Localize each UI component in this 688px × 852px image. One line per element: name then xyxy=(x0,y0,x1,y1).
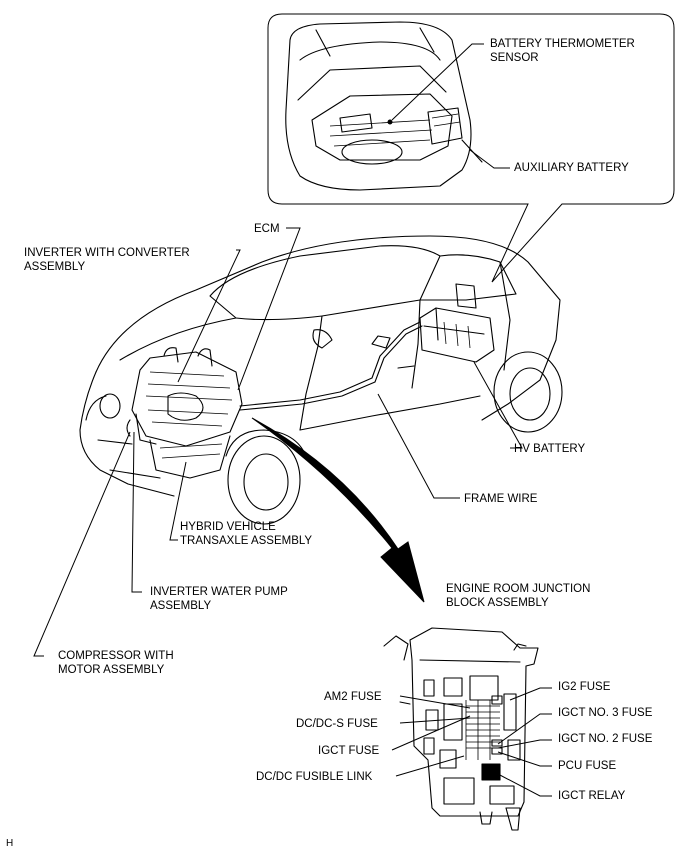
label-compressor-with-motor-1: COMPRESSOR WITH xyxy=(58,650,174,662)
label-engine-room-junction-block-2: BLOCK ASSEMBLY xyxy=(446,597,549,609)
label-ig2-fuse: IG2 FUSE xyxy=(558,681,611,693)
engine-compartment xyxy=(126,347,243,479)
label-hv-battery: HV BATTERY xyxy=(514,443,585,455)
junction-block-drawing xyxy=(383,627,539,831)
label-am2-fuse: AM2 FUSE xyxy=(324,691,382,703)
label-pcu-fuse: PCU FUSE xyxy=(558,760,616,772)
label-igct-relay: IGCT RELAY xyxy=(558,790,626,802)
label-inverter-water-pump-2: ASSEMBLY xyxy=(150,600,211,612)
corner-mark: H xyxy=(6,838,13,849)
label-inverter-with-converter-2: ASSEMBLY xyxy=(24,261,85,273)
label-ecm: ECM xyxy=(254,223,280,235)
label-compressor-with-motor-2: MOTOR ASSEMBLY xyxy=(58,664,165,676)
label-hybrid-vehicle-transaxle-1: HYBRID VEHICLE xyxy=(180,521,276,533)
labels: BATTERY THERMOMETER SENSOR AUXILIARY BAT… xyxy=(6,38,653,849)
vehicle-body xyxy=(79,235,563,525)
rear-cargo-inset xyxy=(267,13,675,283)
label-inverter-with-converter-1: INVERTER WITH CONVERTER xyxy=(24,247,190,259)
label-hybrid-vehicle-transaxle-2: TRANSAXLE ASSEMBLY xyxy=(180,535,312,547)
label-battery-thermometer-sensor-2: SENSOR xyxy=(490,52,539,64)
label-engine-room-junction-block-1: ENGINE ROOM JUNCTION xyxy=(446,583,590,595)
label-dcdc-fusible-link: DC/DC FUSIBLE LINK xyxy=(256,771,373,783)
hv-battery-pack xyxy=(419,283,495,363)
zoom-arrow xyxy=(251,417,425,603)
label-battery-thermometer-sensor-1: BATTERY THERMOMETER xyxy=(490,38,635,50)
label-igct-no3-fuse: IGCT NO. 3 FUSE xyxy=(558,707,653,719)
label-inverter-water-pump-1: INVERTER WATER PUMP xyxy=(150,586,288,598)
label-frame-wire: FRAME WIRE xyxy=(464,493,538,505)
label-dcdc-s-fuse: DC/DC-S FUSE xyxy=(296,718,378,730)
label-igct-fuse: IGCT FUSE xyxy=(318,745,379,757)
leader-lines xyxy=(33,43,552,797)
label-auxiliary-battery: AUXILIARY BATTERY xyxy=(514,162,629,174)
label-igct-no2-fuse: IGCT NO. 2 FUSE xyxy=(558,733,653,745)
frame-wire-harness xyxy=(239,321,423,411)
